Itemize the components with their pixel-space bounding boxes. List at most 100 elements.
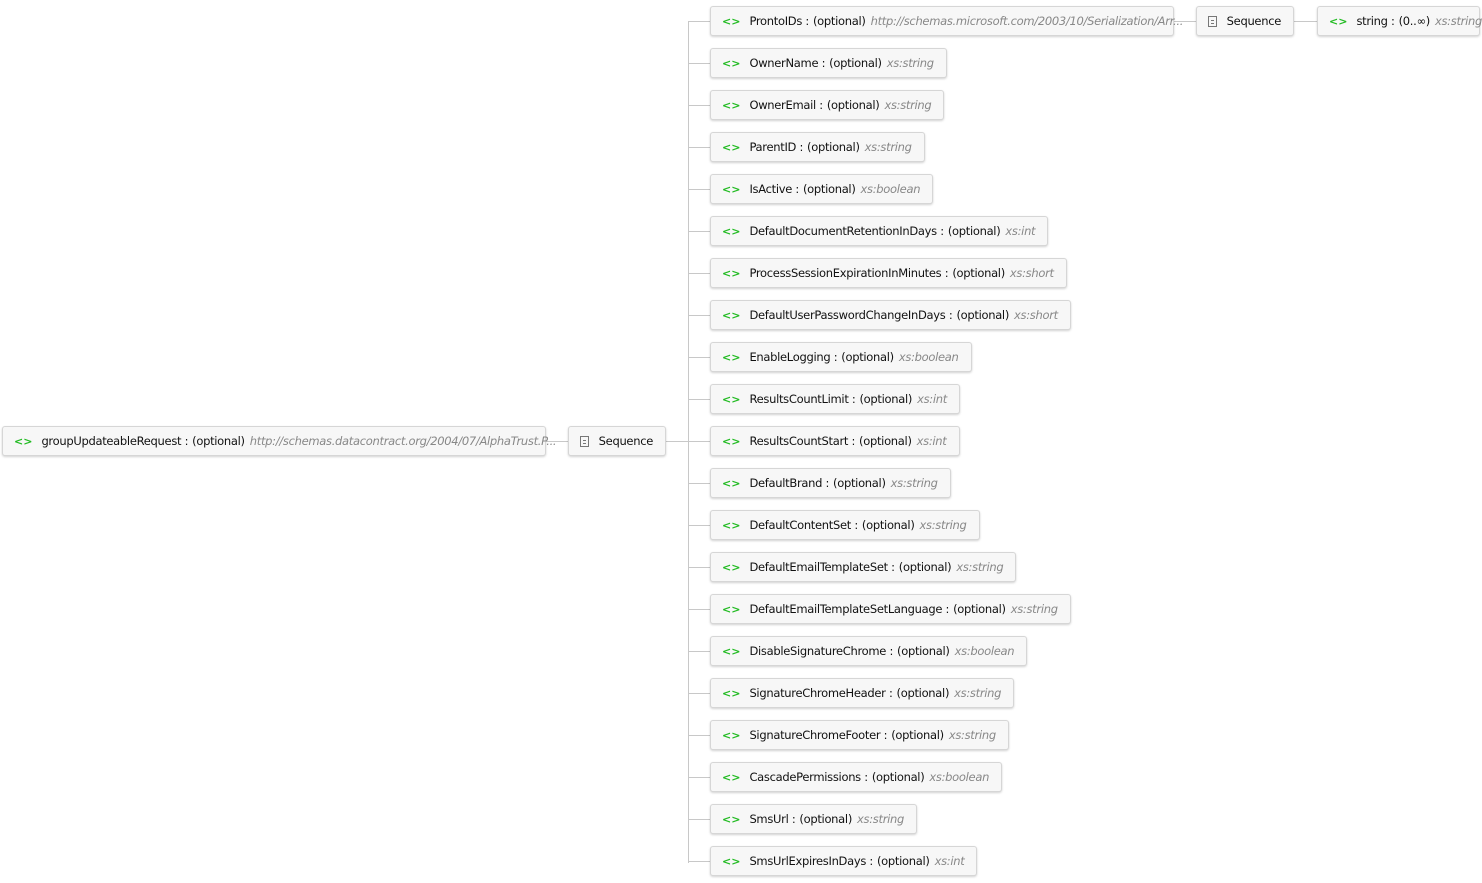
element-occurs: (optional)	[898, 560, 952, 574]
connector	[688, 189, 710, 190]
element-name: DefaultEmailTemplateSetLanguage	[749, 602, 943, 616]
element-type: xs:string	[1010, 602, 1058, 616]
element-occurs: (optional)	[877, 854, 930, 868]
element-occurs: (optional)	[813, 14, 866, 28]
element-occurs: (optional)	[859, 392, 913, 406]
element-occurs: (optional)	[192, 434, 245, 448]
child-element-node[interactable]: <>DisableSignatureChrome :(optional)xs:b…	[710, 636, 1028, 666]
child-element-node[interactable]: <>OwnerName :(optional)xs:string	[710, 48, 947, 78]
element-icon: <>	[722, 392, 741, 406]
pronto-sequence-node[interactable]: Sequence	[1196, 6, 1294, 36]
element-occurs: (optional)	[891, 728, 944, 742]
element-name: ResultsCountLimit	[749, 392, 849, 406]
element-icon: <>	[722, 476, 741, 490]
element-icon: <>	[722, 266, 741, 280]
element-name: DisableSignatureChrome	[749, 644, 887, 658]
element-type: http://schemas.microsoft.com/2003/10/Ser…	[870, 14, 1184, 28]
element-name: SignatureChromeFooter	[749, 728, 881, 742]
element-name: IsActive	[749, 182, 792, 196]
connector	[688, 483, 710, 484]
element-occurs: (optional)	[897, 644, 950, 658]
child-element-node[interactable]: <>OwnerEmail :(optional)xs:string	[710, 90, 945, 120]
element-icon: <>	[1329, 14, 1348, 28]
element-occurs: (optional)	[947, 224, 1001, 238]
element-type: xs:int	[916, 434, 947, 448]
element-occurs: (optional)	[952, 266, 1005, 280]
sequence-node[interactable]: Sequence	[568, 426, 666, 456]
element-name: SmsUrl	[749, 812, 789, 826]
child-element-node[interactable]: <>EnableLogging :(optional)xs:boolean	[710, 342, 972, 372]
child-element-node[interactable]: <>ProcessSessionExpirationInMinutes :(op…	[710, 258, 1067, 288]
sequence-icon	[1208, 15, 1217, 27]
child-element-node[interactable]: <>SignatureChromeHeader :(optional)xs:st…	[710, 678, 1015, 708]
element-icon: <>	[722, 602, 741, 616]
connector	[688, 273, 710, 274]
child-element-node[interactable]: <>DefaultDocumentRetentionInDays :(optio…	[710, 216, 1049, 246]
element-name: ParentID	[749, 140, 797, 154]
element-icon: <>	[722, 434, 741, 448]
element-occurs: (optional)	[807, 140, 860, 154]
element-icon: <>	[722, 56, 741, 70]
element-name: OwnerEmail	[749, 98, 816, 112]
child-element-node[interactable]: <>ResultsCountStart :(optional)xs:int	[710, 426, 960, 456]
element-name: groupUpdateableRequest	[41, 434, 182, 448]
child-element-node[interactable]: <>IsActive :(optional)xs:boolean	[710, 174, 934, 204]
element-type: xs:string	[956, 560, 1004, 574]
connector	[688, 567, 710, 568]
element-occurs: (optional)	[826, 98, 880, 112]
child-element-node[interactable]: <>ResultsCountLimit :(optional)xs:int	[710, 384, 960, 414]
connector	[688, 861, 710, 862]
element-icon: <>	[722, 644, 741, 658]
child-element-node[interactable]: <>ParentID :(optional)xs:string	[710, 132, 925, 162]
element-icon: <>	[722, 812, 741, 826]
child-element-node[interactable]: <>DefaultUserPasswordChangeInDays :(opti…	[710, 300, 1071, 330]
element-name: DefaultDocumentRetentionInDays	[749, 224, 937, 238]
child-element-node[interactable]: <>SmsUrl :(optional)xs:string	[710, 804, 917, 834]
child-element-node[interactable]: <>DefaultBrand :(optional)xs:string	[710, 468, 951, 498]
element-icon: <>	[14, 434, 33, 448]
connector	[688, 399, 710, 400]
connector	[688, 777, 710, 778]
child-element-node[interactable]: <>DefaultEmailTemplateSetLanguage :(opti…	[710, 594, 1071, 624]
element-name: ResultsCountStart	[749, 434, 849, 448]
string-element-node[interactable]: <> string : (0..∞) xs:string	[1317, 6, 1482, 36]
element-occurs: (optional)	[896, 686, 950, 700]
child-element-node[interactable]: <>SmsUrlExpiresInDays :(optional)xs:int	[710, 846, 978, 876]
child-element-node[interactable]: <>SignatureChromeFooter :(optional)xs:st…	[710, 720, 1009, 750]
child-element-node[interactable]: <>DefaultEmailTemplateSet :(optional)xs:…	[710, 552, 1017, 582]
element-name: ProntoIDs	[749, 14, 803, 28]
sequence-icon	[580, 435, 589, 447]
connector	[1294, 21, 1317, 22]
element-name: EnableLogging	[749, 350, 831, 364]
element-type: xs:int	[1005, 224, 1036, 238]
child-element-node[interactable]: <>CascadePermissions :(optional)xs:boole…	[710, 762, 1003, 792]
element-occurs: (optional)	[833, 476, 886, 490]
element-icon: <>	[722, 518, 741, 532]
element-type: xs:int	[934, 854, 965, 868]
sequence-label: Sequence	[1226, 14, 1282, 28]
sequence-label: Sequence	[598, 434, 654, 448]
element-type: xs:string	[1434, 14, 1482, 28]
element-type: xs:int	[917, 392, 947, 406]
element-type: xs:boolean	[929, 770, 990, 784]
element-icon: <>	[722, 98, 741, 112]
root-element-node[interactable]: <> groupUpdateableRequest : (optional) h…	[2, 426, 557, 456]
connector	[688, 231, 710, 232]
element-name: DefaultEmailTemplateSet	[749, 560, 888, 574]
element-icon: <>	[722, 140, 741, 154]
element-occurs: (optional)	[956, 308, 1010, 322]
element-icon: <>	[722, 728, 741, 742]
child-element-node[interactable]: <>DefaultContentSet :(optional)xs:string	[710, 510, 980, 540]
element-occurs: (optional)	[829, 56, 882, 70]
element-icon: <>	[722, 350, 741, 364]
element-name: DefaultBrand	[749, 476, 823, 490]
element-icon: <>	[722, 560, 741, 574]
element-occurs: (optional)	[953, 602, 1006, 616]
connector	[688, 21, 710, 22]
element-name: SignatureChromeHeader	[749, 686, 886, 700]
element-type: xs:string	[884, 98, 932, 112]
element-name: ProcessSessionExpirationInMinutes	[749, 266, 942, 280]
element-type: http://schemas.datacontract.org/2004/07/…	[249, 434, 557, 448]
element-type: xs:string	[948, 728, 996, 742]
child-element-node[interactable]: <>ProntoIDs :(optional)http://schemas.mi…	[710, 6, 1183, 36]
